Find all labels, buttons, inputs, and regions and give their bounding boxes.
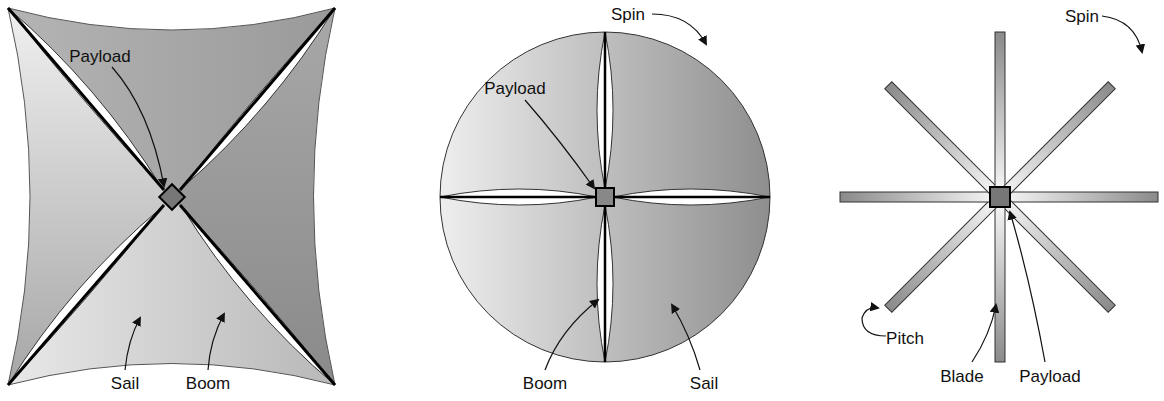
- part-label: Spin: [1063, 7, 1101, 26]
- square-sail: [8, 8, 335, 385]
- part-label: Boom: [521, 374, 569, 393]
- part-label: Payload: [67, 47, 132, 66]
- disk-sail: [440, 14, 770, 370]
- part-label: Payload: [482, 79, 547, 98]
- part-label: Boom: [184, 374, 232, 393]
- part-label: Blade: [938, 367, 985, 386]
- part-label: Pitch: [884, 329, 926, 348]
- part-label: Spin: [609, 5, 647, 24]
- heliogyro: [840, 32, 1158, 362]
- part-label: Sail: [109, 374, 141, 393]
- part-label: Payload: [1017, 367, 1082, 386]
- part-label: Sail: [688, 374, 720, 393]
